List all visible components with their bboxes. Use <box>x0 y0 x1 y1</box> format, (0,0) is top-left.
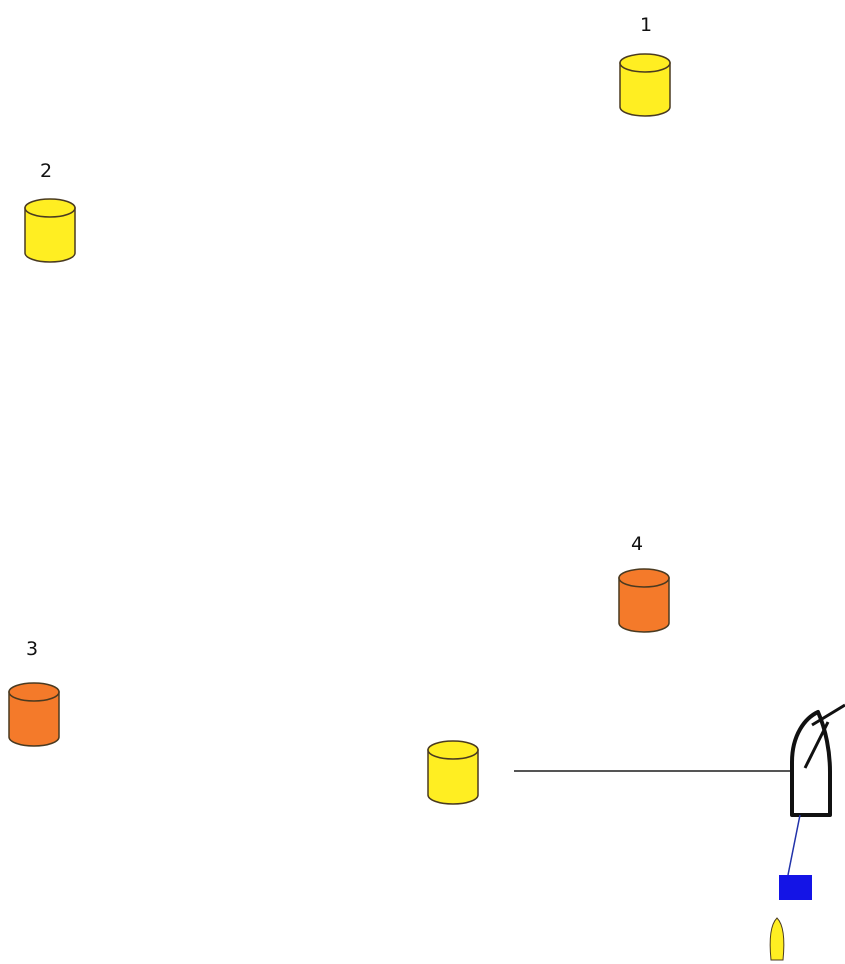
buoy-4 <box>618 568 670 633</box>
committee-boat <box>790 703 845 817</box>
buoy-1 <box>619 53 671 117</box>
small-marker-buoy <box>769 917 785 961</box>
buoy-2 <box>24 198 76 263</box>
buoy-1-label: 1 <box>640 14 653 36</box>
anchor-block <box>779 875 812 900</box>
anchor-rope <box>787 814 801 876</box>
buoy-3 <box>8 682 60 747</box>
buoy-3-label: 3 <box>26 638 39 660</box>
buoy-4-label: 4 <box>631 533 644 555</box>
start-pin-buoy <box>427 740 479 805</box>
buoy-2-label: 2 <box>40 160 53 182</box>
